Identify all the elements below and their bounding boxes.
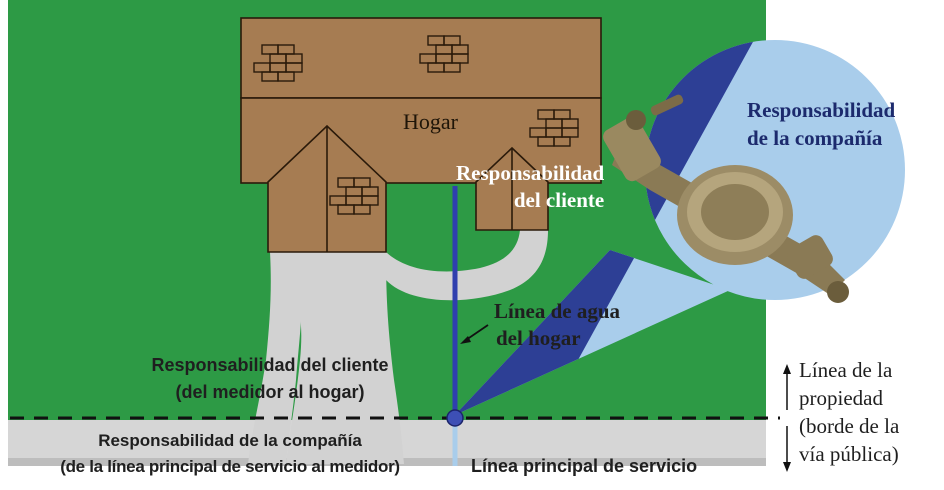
walkway	[248, 252, 303, 464]
main-service-line-label: Línea principal de servicio	[471, 456, 698, 476]
walkway-curve	[386, 230, 548, 301]
property-line-text-3: (borde de la	[799, 414, 900, 438]
house-roof	[240, 17, 602, 99]
water-line-arrow	[465, 324, 489, 341]
company-resp-top-line2: de la compañía	[747, 126, 883, 150]
home-label: Hogar	[403, 109, 458, 134]
home-water-line-label: Línea de agua del hogar	[494, 298, 620, 352]
company-resp-top-line1: Responsabilidad	[747, 98, 896, 122]
water-meter-icon	[603, 94, 849, 303]
customer-resp-line1: Responsabilidad del cliente	[151, 355, 389, 375]
property-line-label: Línea de la propiedad (borde de la vía p…	[799, 356, 899, 468]
company-responsibility-label: Responsabilidad de la compañía (de la lí…	[10, 428, 450, 480]
property-line-text-4: vía pública)	[799, 442, 899, 466]
customer-resp-line2: (del medidor al hogar)	[175, 382, 365, 402]
water-line-label-line1: Línea de agua	[494, 299, 621, 323]
customer-resp-top-line2: del cliente	[513, 188, 605, 212]
customer-resp-top-line1: Responsabilidad	[456, 161, 605, 185]
property-line-text-2: propiedad	[799, 386, 883, 410]
walkway	[270, 252, 404, 464]
company-resp-line2: (de la línea principal de servicio al me…	[60, 457, 400, 476]
customer-responsibility-top: Responsabilidad del cliente	[456, 160, 604, 214]
customer-responsibility-label: Responsabilidad del cliente (del medidor…	[110, 352, 430, 406]
company-responsibility-top: Responsabilidad de la compañía	[747, 96, 895, 152]
meter-point	[446, 409, 464, 427]
water-line-label-line2: del hogar	[496, 326, 581, 350]
company-resp-line1: Responsabilidad de la compañía	[98, 431, 362, 450]
property-line-text-1: Línea de la	[799, 358, 893, 382]
